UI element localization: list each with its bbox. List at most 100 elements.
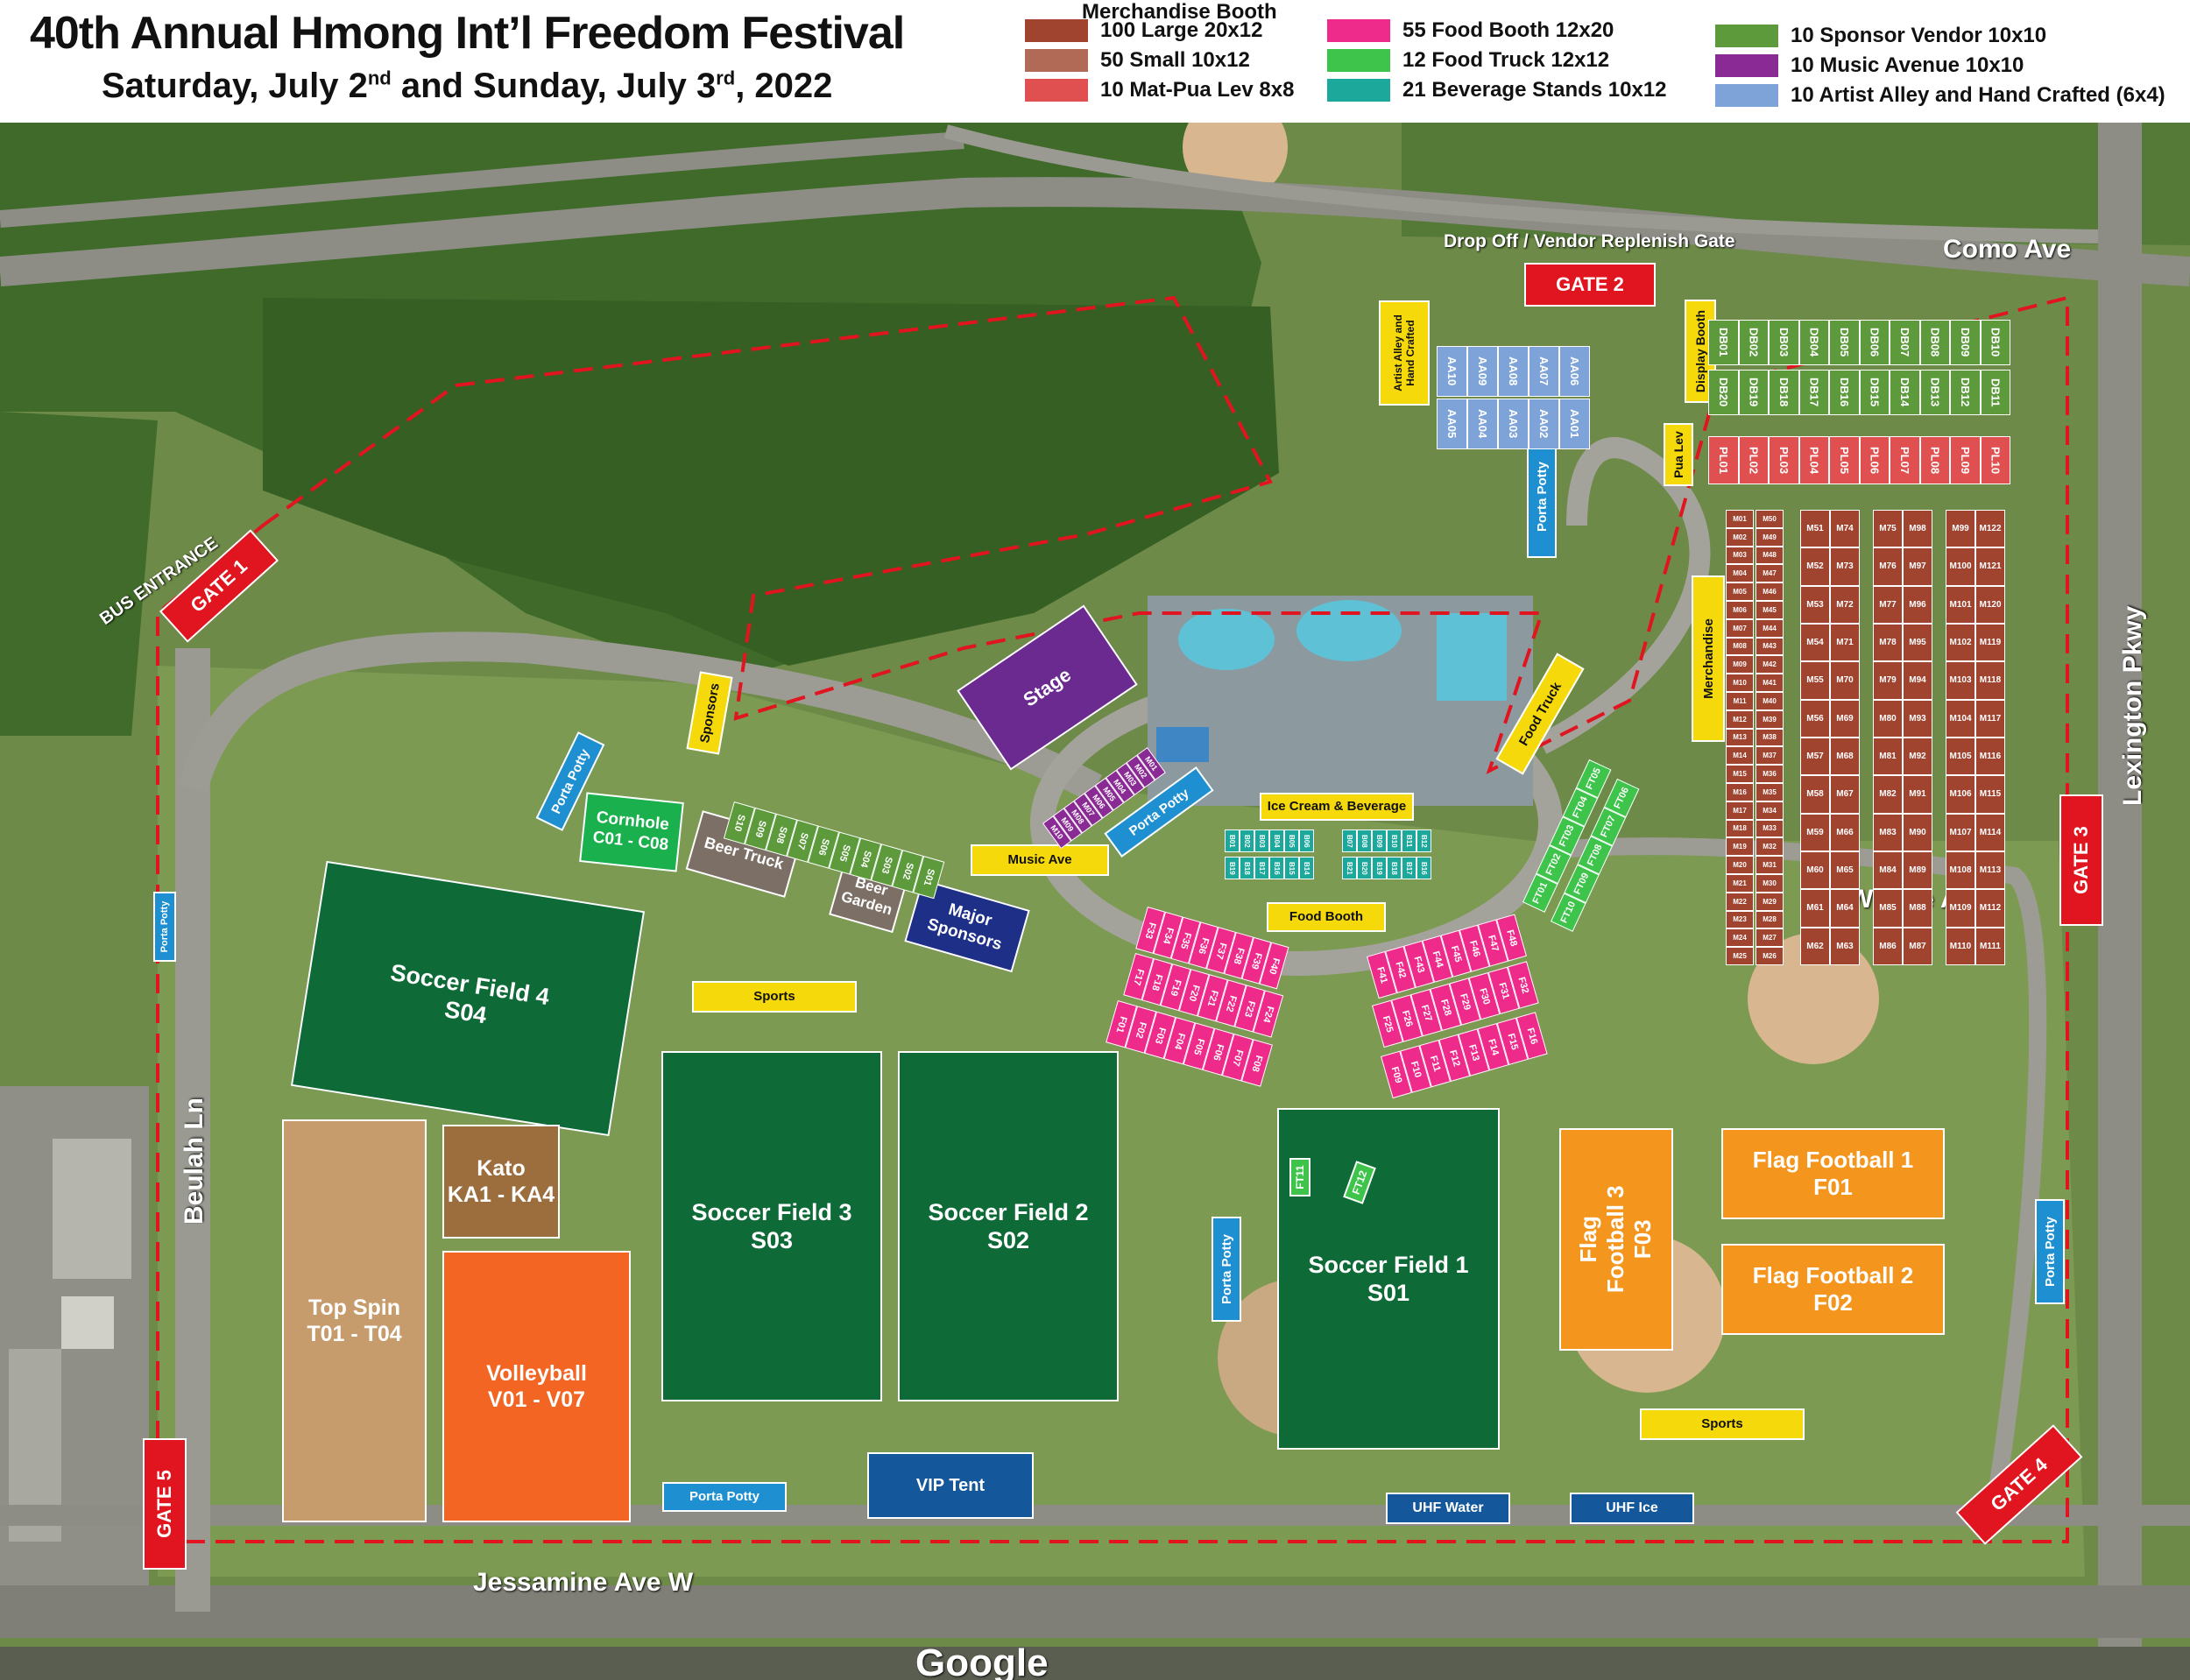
flag-football-2[interactable]: Flag Football 2 F02 [1721,1244,1945,1335]
booth-db03[interactable]: DB03 [1769,320,1799,365]
booth-b04[interactable]: B04 [1269,829,1284,852]
booth-aa05[interactable]: AA05 [1437,399,1467,449]
booth-m35[interactable]: M35 [1756,782,1784,801]
booth-m44[interactable]: M44 [1756,618,1784,638]
booth-m67[interactable]: M67 [1830,775,1860,814]
flag-football-3[interactable]: Flag Football 3 F03 [1559,1128,1673,1351]
booth-m26[interactable]: M26 [1756,947,1784,965]
porta-potty-center[interactable]: Porta Potty [1212,1217,1241,1322]
booth-m30[interactable]: M30 [1756,873,1784,893]
booth-m66[interactable]: M66 [1830,813,1860,851]
booth-m119[interactable]: M119 [1975,623,2005,662]
booth-m24[interactable]: M24 [1726,928,1754,948]
booth-db12[interactable]: DB12 [1950,370,1981,415]
booth-b01[interactable]: B01 [1225,829,1240,852]
booth-b06[interactable]: B06 [1299,829,1314,852]
booth-m39[interactable]: M39 [1756,709,1784,729]
booth-m45[interactable]: M45 [1756,600,1784,619]
booth-m95[interactable]: M95 [1903,623,1932,662]
booth-m28[interactable]: M28 [1756,910,1784,929]
booth-m48[interactable]: M48 [1756,546,1784,565]
food-truck-ft11[interactable]: FT11 [1289,1158,1310,1196]
booth-pl04[interactable]: PL04 [1798,436,1829,484]
booth-aa01[interactable]: AA01 [1559,399,1590,449]
booth-aa03[interactable]: AA03 [1498,399,1529,449]
booth-m75[interactable]: M75 [1873,510,1903,548]
porta-potty-south[interactable]: Porta Potty [662,1482,787,1512]
booth-m17[interactable]: M17 [1726,801,1754,820]
booth-m14[interactable]: M14 [1726,746,1754,766]
booth-m92[interactable]: M92 [1903,737,1932,776]
booth-m70[interactable]: M70 [1830,661,1860,700]
booth-m71[interactable]: M71 [1830,623,1860,662]
booth-m49[interactable]: M49 [1756,527,1784,547]
booth-m12[interactable]: M12 [1726,709,1754,729]
booth-m15[interactable]: M15 [1726,765,1754,783]
uhf-ice[interactable]: UHF Ice [1570,1493,1694,1524]
booth-db18[interactable]: DB18 [1769,370,1799,415]
booth-b12[interactable]: B12 [1416,829,1431,852]
porta-potty-west[interactable]: Porta Potty [153,892,176,962]
booth-m47[interactable]: M47 [1756,564,1784,583]
booth-m76[interactable]: M76 [1873,547,1903,586]
booth-m105[interactable]: M105 [1946,737,1975,776]
booth-m87[interactable]: M87 [1903,927,1932,965]
booth-m25[interactable]: M25 [1726,947,1754,965]
booth-m82[interactable]: M82 [1873,775,1903,814]
booth-db13[interactable]: DB13 [1919,370,1950,415]
soccer-field-1[interactable]: Soccer Field 1 S01 [1277,1108,1500,1450]
booth-m78[interactable]: M78 [1873,623,1903,662]
booth-m31[interactable]: M31 [1756,856,1784,874]
booth-m118[interactable]: M118 [1975,661,2005,700]
booth-pl03[interactable]: PL03 [1769,436,1799,484]
cornhole-area[interactable]: Cornhole C01 - C08 [579,792,684,872]
booth-pl01[interactable]: PL01 [1708,436,1739,484]
booth-m72[interactable]: M72 [1830,585,1860,624]
booth-db01[interactable]: DB01 [1708,320,1739,365]
booth-m60[interactable]: M60 [1800,851,1830,890]
booth-b18[interactable]: B18 [1387,857,1402,879]
booth-b15[interactable]: B15 [1284,857,1299,879]
booth-m97[interactable]: M97 [1903,547,1932,586]
booth-m110[interactable]: M110 [1946,927,1975,965]
booth-m27[interactable]: M27 [1756,928,1784,948]
top-spin-area[interactable]: Top Spin T01 - T04 [282,1119,427,1522]
booth-b16[interactable]: B16 [1269,857,1284,879]
booth-db06[interactable]: DB06 [1859,320,1890,365]
booth-aa07[interactable]: AA07 [1529,346,1559,397]
booth-db15[interactable]: DB15 [1859,370,1890,415]
booth-m01[interactable]: M01 [1726,510,1754,528]
booth-m18[interactable]: M18 [1726,819,1754,838]
booth-m03[interactable]: M03 [1726,546,1754,565]
booth-db07[interactable]: DB07 [1890,320,1920,365]
booth-m114[interactable]: M114 [1975,813,2005,851]
booth-m38[interactable]: M38 [1756,728,1784,747]
booth-m65[interactable]: M65 [1830,851,1860,890]
booth-m80[interactable]: M80 [1873,699,1903,738]
booth-m81[interactable]: M81 [1873,737,1903,776]
booth-m64[interactable]: M64 [1830,889,1860,928]
booth-m113[interactable]: M113 [1975,851,2005,890]
booth-b18[interactable]: B18 [1240,857,1254,879]
booth-m112[interactable]: M112 [1975,889,2005,928]
booth-db02[interactable]: DB02 [1738,320,1769,365]
booth-pl10[interactable]: PL10 [1980,436,2010,484]
volleyball-area[interactable]: Volleyball V01 - V07 [442,1251,631,1522]
booth-m16[interactable]: M16 [1726,782,1754,801]
booth-m61[interactable]: M61 [1800,889,1830,928]
booth-db10[interactable]: DB10 [1980,320,2010,365]
booth-m91[interactable]: M91 [1903,775,1932,814]
booth-m86[interactable]: M86 [1873,927,1903,965]
gate-2[interactable]: GATE 2 [1524,263,1656,307]
booth-db16[interactable]: DB16 [1829,370,1860,415]
booth-m99[interactable]: M99 [1946,510,1975,548]
booth-db05[interactable]: DB05 [1829,320,1860,365]
booth-m42[interactable]: M42 [1756,655,1784,674]
booth-pl02[interactable]: PL02 [1738,436,1769,484]
booth-m54[interactable]: M54 [1800,623,1830,662]
booth-m102[interactable]: M102 [1946,623,1975,662]
vip-tent[interactable]: VIP Tent [867,1452,1034,1519]
uhf-water[interactable]: UHF Water [1386,1493,1510,1524]
booth-m02[interactable]: M02 [1726,527,1754,547]
booth-m69[interactable]: M69 [1830,699,1860,738]
